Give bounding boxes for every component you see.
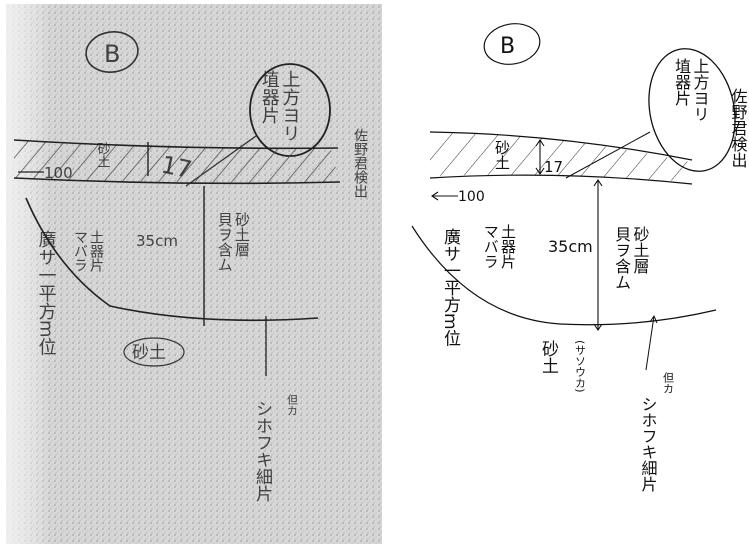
upper-layer-bottom-left (13, 177, 341, 185)
shell-note-mark: 但カ (662, 372, 675, 394)
pottery-note: 土器片マバラ (482, 224, 517, 269)
extent-note-left: 廣サ一平方m位 (36, 230, 57, 356)
upper-layer-top-left (13, 139, 339, 150)
upper-layer-bottom (429, 174, 693, 185)
shell-layer-depth: 35cm (548, 237, 593, 256)
shell-note-left: シホフキ細片 (252, 400, 273, 502)
shell-note: シホフキ細片 (639, 396, 658, 492)
circled-note-left: 上方ヨリ埴器片 (259, 70, 301, 142)
sheet-marker-left: B (104, 40, 120, 68)
upper-layer-thickness: 17 (544, 158, 563, 176)
width-mark-left: 100 (44, 164, 73, 182)
pit-curve-left (25, 197, 319, 322)
circled-note: 上方ヨリ埴器片 (672, 58, 709, 122)
depth-left: 35cm (136, 232, 178, 250)
finder-note: 佐野君検出 (729, 88, 748, 168)
shell-layer-label: 砂土層貝ヲ含ム (612, 226, 649, 290)
upper-layer-top (429, 131, 693, 161)
upper-layer-label-left: 砂土 (95, 142, 111, 168)
base-layer-circle-left (123, 337, 185, 367)
sheet-marker-circle (483, 23, 541, 65)
thickness-left: 17 (159, 150, 195, 184)
circled-note-circle (648, 48, 736, 172)
shell-layer-label-left: 砂土層貝ヲ含ム (216, 212, 251, 272)
base-layer-note: (サソウカ) (574, 340, 587, 393)
upper-layer-hatch-left (14, 140, 340, 183)
transcription: B 上方ヨリ埴器片 佐野君検出 砂土 17 100 35cm 砂土層貝ヲ含ム 土… (411, 23, 748, 492)
pottery-note-left: 土器片マバラ (72, 230, 104, 272)
width-mark: 100 (458, 189, 485, 205)
base-layer-label-left: 砂土 (132, 343, 166, 363)
shell-note-arrow (645, 315, 655, 371)
sheet-marker: B (500, 34, 515, 59)
extent-note: 廣サ一平方m位 (440, 228, 461, 347)
base-layer-label: 砂土 (538, 340, 559, 374)
handwritten-original: B 上方ヨリ埴器片 佐野君検出 砂土 17 100 35cm 砂土層貝ヲ含ム 土… (6, 4, 382, 544)
upper-layer-hatch (430, 132, 690, 182)
sheet-marker-circle-left (85, 31, 139, 73)
pit-curve (411, 225, 717, 326)
upper-layer-label: 砂土 (493, 140, 511, 170)
finder-note-left: 佐野君検出 (352, 128, 368, 198)
shell-note-mark-left: 但カ (286, 394, 299, 416)
